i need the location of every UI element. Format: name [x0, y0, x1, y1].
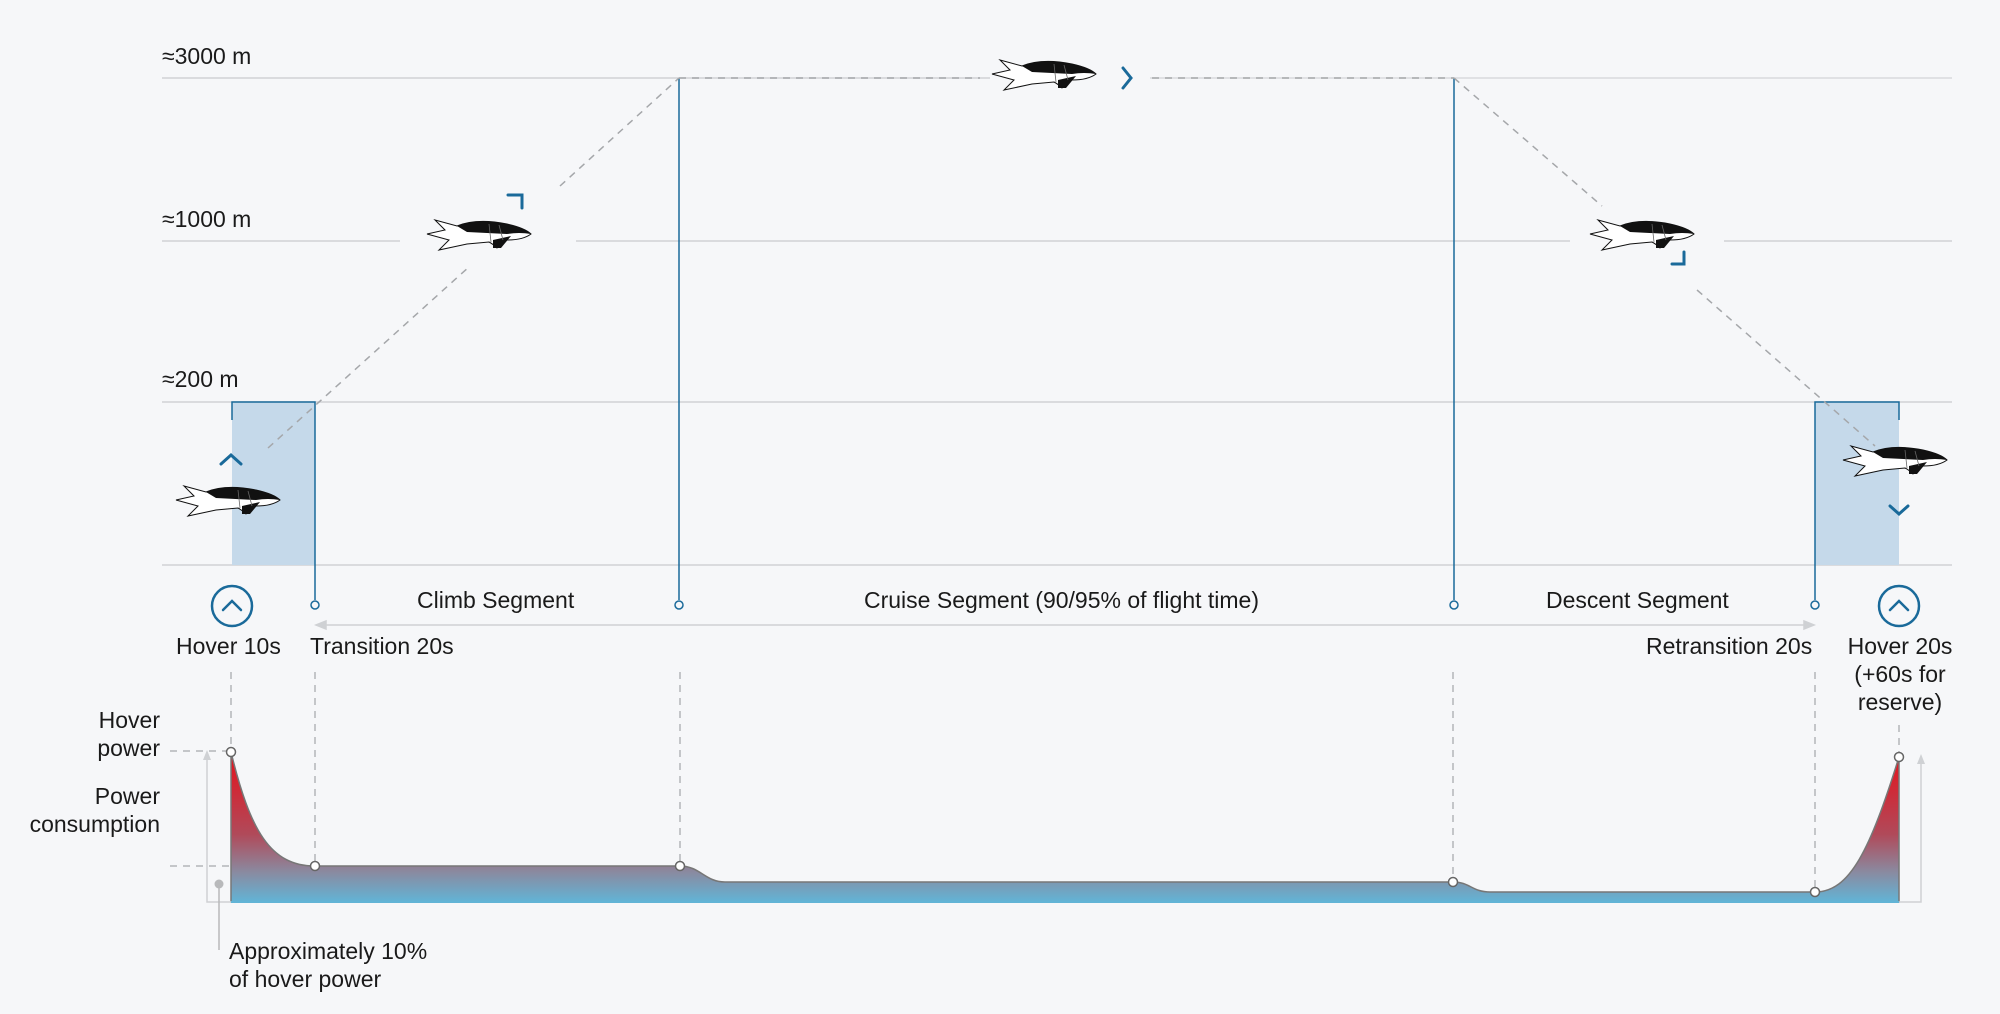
chevron-right-icon [1121, 66, 1133, 90]
hover-zone-end [1815, 402, 1899, 565]
corner-down-right-icon [1670, 250, 1686, 266]
hover-up-icon-start [210, 584, 254, 628]
hover-start-label: Hover 10s [176, 633, 281, 659]
altitude-label-200: ≈200 m [162, 366, 239, 392]
aircraft-descent [1589, 219, 1695, 251]
approx-note: Approximately 10% of hover power [229, 938, 428, 992]
chevron-up-icon [219, 452, 243, 466]
climb-segment-label: Climb Segment [417, 587, 575, 613]
altitude-grid [162, 77, 1952, 566]
retransition-label: Retransition 20s [1646, 633, 1813, 659]
aircraft-climb [426, 219, 532, 251]
power-curve [230, 751, 1900, 903]
power-consumption-label: Power consumption [29, 783, 160, 837]
hover-end-label: Hover 20s (+60s for reserve) [1847, 633, 1953, 715]
altitude-label-3000: ≈3000 m [162, 43, 252, 69]
hover-up-icon-end [1877, 584, 1921, 628]
flight-path [267, 77, 1876, 449]
altitude-label-1000: ≈1000 m [162, 206, 252, 232]
descent-segment-label: Descent Segment [1546, 587, 1729, 613]
aircraft-cruise [991, 59, 1097, 91]
transition-label: Transition 20s [310, 633, 454, 659]
hover-power-label: Hover power [97, 707, 160, 761]
chevron-down-icon [1888, 504, 1910, 517]
segment-arrow [313, 619, 1817, 631]
corner-up-right-icon [506, 193, 524, 210]
cruise-segment-label: Cruise Segment (90/95% of flight time) [864, 587, 1260, 613]
hover-zone-start [232, 402, 315, 565]
